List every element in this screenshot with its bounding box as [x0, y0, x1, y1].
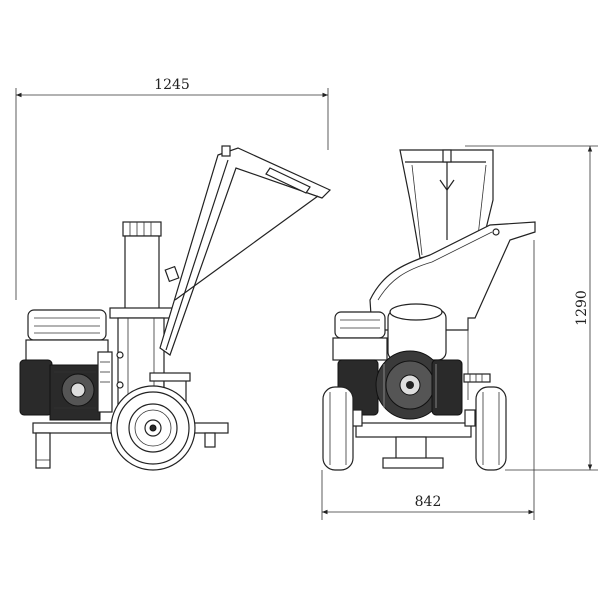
width-dimension: 842	[321, 240, 535, 520]
front-frame	[351, 409, 476, 469]
front-view: 1290 842	[321, 145, 598, 520]
side-wheel	[110, 385, 196, 471]
height-dimension: 1290	[465, 145, 598, 471]
width-dimension-label: 842	[415, 494, 442, 510]
front-wheel-left	[322, 386, 354, 471]
side-feed-hopper	[159, 145, 332, 356]
length-dimension: 1245	[15, 77, 329, 300]
height-dimension-label: 1290	[574, 290, 590, 326]
side-view: 1245	[15, 77, 332, 471]
front-wheel-right	[475, 386, 507, 471]
side-engine	[19, 309, 113, 421]
length-dimension-label: 1245	[154, 77, 190, 93]
front-housing	[369, 221, 536, 400]
